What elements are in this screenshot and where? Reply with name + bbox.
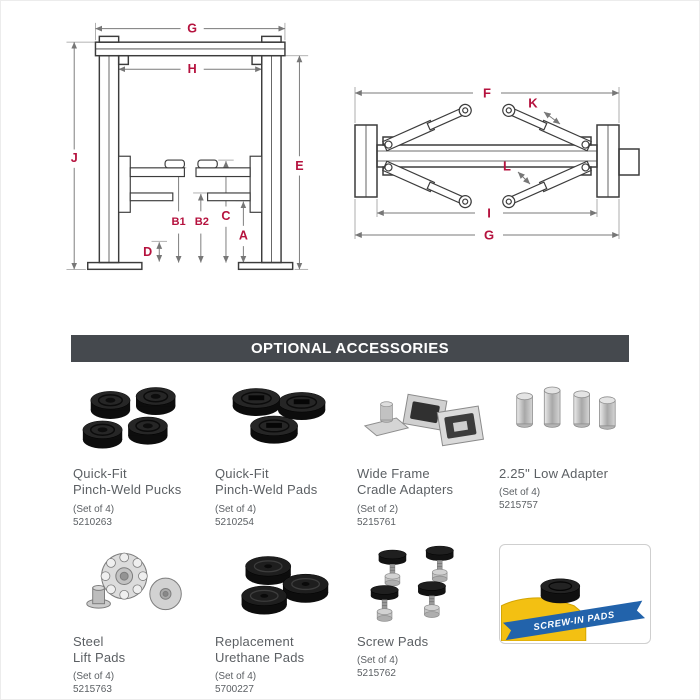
screw-in-pads-callout: SCREW-IN PADS: [499, 543, 651, 696]
product-set: (Set of 4): [215, 671, 257, 682]
lift-arm: [502, 160, 592, 209]
dimension-label-j: J: [71, 151, 78, 165]
product-name: Screw Pads: [357, 633, 429, 649]
dimension-label-h: H: [188, 62, 197, 76]
dimension-label-b1: B1: [171, 216, 185, 228]
product-card-screw-pads: Screw Pads (Set of 4) 5215762: [357, 544, 485, 696]
plan-view-diagram: F K L I G: [354, 86, 640, 243]
product-set: (Set of 2): [357, 503, 399, 515]
dimension-label-e: E: [295, 159, 303, 173]
product-name: Quick-Fit Pinch-Weld Pucks: [73, 466, 182, 498]
dimension-label-i: I: [487, 206, 491, 221]
product-card-low-adapter: 2.25" Low Adapter (Set of 4) 5215757: [499, 376, 627, 528]
product-sku: 5215762: [357, 667, 396, 679]
product-sku: 5215761: [357, 516, 396, 528]
product-sku: 5700227: [215, 684, 254, 695]
dimension-label-f: F: [483, 86, 491, 101]
product-card-pinch-weld-pucks: Quick-Fit Pinch-Weld Pucks (Set of 4) 52…: [73, 376, 201, 528]
lift-arm: [382, 160, 472, 209]
product-set: (Set of 4): [357, 654, 399, 666]
optional-accessories-banner: OPTIONAL ACCESSORIES: [71, 335, 629, 362]
dimension-label-g-plan: G: [484, 228, 494, 243]
product-set: (Set of 4): [215, 503, 257, 515]
product-card-steel-lift-pads: Steel Lift Pads (Set of 4) 5215763: [73, 544, 201, 695]
product-card-cradle-adapters: Wide Frame Cradle Adapters (Set of 2) 52…: [357, 376, 485, 528]
accessories-grid: Quick-Fit Pinch-Weld Pucks (Set of 4) 52…: [73, 376, 651, 696]
pinch-weld-pucks-image: [73, 376, 201, 458]
product-set: (Set of 4): [73, 671, 115, 682]
product-name: Wide Frame Cradle Adapters: [357, 466, 454, 498]
banner-title: OPTIONAL ACCESSORIES: [250, 340, 450, 357]
screw-pads-image: [357, 544, 485, 626]
low-adapter-image: [499, 376, 627, 458]
callout-image: SCREW-IN PADS: [499, 543, 651, 644]
front-view-diagram: G H J E B1 B2 C A D: [66, 22, 309, 271]
product-name: Quick-Fit Pinch-Weld Pads: [215, 466, 318, 498]
dimension-label-l: L: [503, 159, 511, 174]
dimension-label-b2: B2: [195, 216, 209, 228]
cradle-adapters-image: [357, 376, 485, 458]
product-name: Steel Lift Pads: [73, 633, 126, 665]
product-name: 2.25" Low Adapter: [499, 466, 609, 481]
pinch-weld-pads-image: [215, 376, 343, 458]
dimension-label-d: D: [143, 245, 152, 259]
product-sku: 5210254: [215, 516, 254, 528]
lift-diagrams: G H J E B1 B2 C A D: [1, 1, 699, 313]
lift-arm: [502, 103, 592, 152]
product-sku: 5210263: [73, 516, 112, 528]
product-sku: 5215763: [73, 684, 112, 695]
product-set: (Set of 4): [73, 503, 115, 515]
product-card-urethane-pads: Replacement Urethane Pads (Set of 4) 570…: [215, 544, 343, 695]
steel-lift-pads-image: [73, 544, 201, 626]
urethane-pads-image: [215, 544, 343, 626]
product-sku: 5215757: [499, 500, 538, 512]
product-set: (Set of 4): [499, 487, 541, 499]
dimension-label-k: K: [528, 96, 538, 111]
product-name: Replacement Urethane Pads: [215, 633, 305, 665]
lift-arm: [382, 103, 472, 152]
product-card-pinch-weld-pads: Quick-Fit Pinch-Weld Pads (Set of 4) 521…: [215, 376, 343, 528]
dimension-label-a: A: [239, 229, 248, 243]
dimension-label-c: C: [221, 209, 230, 223]
dimension-label-g: G: [187, 22, 197, 36]
